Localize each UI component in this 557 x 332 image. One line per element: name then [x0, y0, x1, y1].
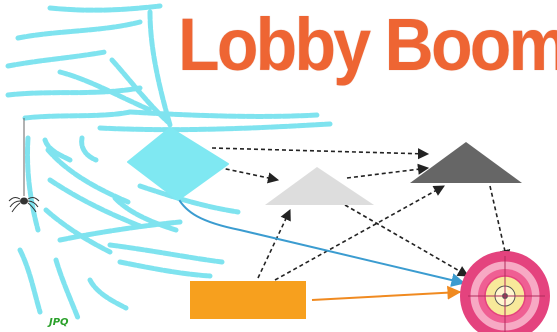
- poster-title: Lobby Boom: [178, 8, 557, 82]
- dark-gray-triangle: [410, 142, 522, 183]
- arrow-rectangle-to-target: [312, 292, 460, 300]
- light-gray-triangle: [265, 167, 374, 205]
- bullseye-target-icon: [460, 251, 550, 332]
- arrow-light-to-dark-triangle: [347, 168, 428, 178]
- orange-rectangle: [190, 281, 306, 319]
- arrow-light-triangle-to-target: [345, 205, 468, 276]
- arrow-rectangle-to-light-triangle: [258, 210, 290, 278]
- artist-signature: JPQ: [49, 318, 69, 328]
- arrow-dark-triangle-to-target: [490, 186, 507, 260]
- arrow-diamond-to-dark-triangle: [212, 148, 428, 154]
- spider-icon: [9, 118, 39, 212]
